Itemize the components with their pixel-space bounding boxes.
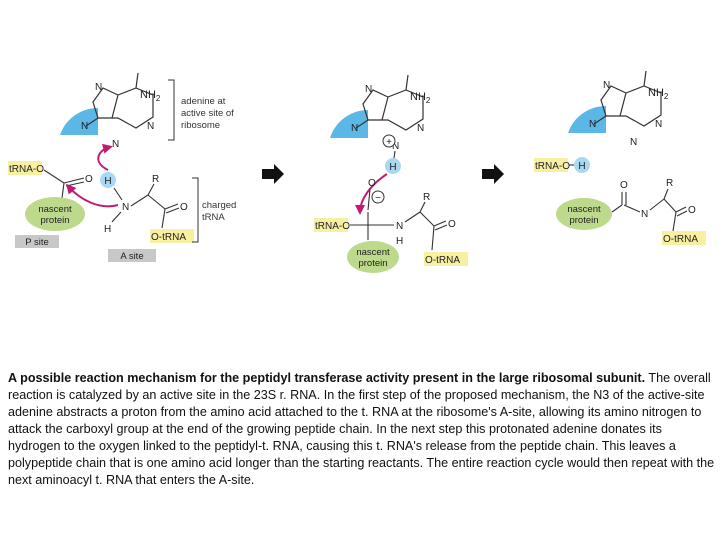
nascent-label-line-2: protein [40,215,69,226]
h-atom-label: H [578,161,585,172]
n3-atom-label: N [630,137,637,148]
adenine-ring [593,70,662,127]
n-atom-label: N [655,119,662,130]
a-site-label: A site [120,251,143,262]
n-atom-label: N [396,221,403,232]
adenine-ring [355,74,424,131]
reaction-mechanism-diagram: NH2 N N N N adenine at active site of ri… [8,70,706,273]
n3-atom-label: N [112,139,119,150]
electron-arrow [66,183,119,208]
h-atom-label: H [389,162,396,173]
n-atom-label: N [417,123,424,134]
a-site-box [108,249,156,262]
h-atom-label: H [104,224,111,235]
electron-arrow [97,143,113,171]
r-group-label: R [423,192,430,203]
o-trna-label: O-tRNA [151,232,186,243]
nascent-label-line-1: nascent [38,204,72,215]
trna-o-label: tRNA-O [315,221,350,232]
panel-step-3: NH2 N N N N tRNA-O H nascent protein O N… [534,70,706,245]
trna-o-highlight [8,161,42,175]
trna-o-label: tRNA-O [9,164,44,175]
nh2-label: NH2 [140,89,161,103]
n-atom-label: N [351,123,358,134]
o-trna-label: O-tRNA [663,234,698,245]
o-trna-label: O-tRNA [425,255,460,266]
nh2-label: NH2 [648,87,669,101]
electron-arrow [355,173,388,215]
panel-step-1: NH2 N N N N adenine at active site of ri… [8,72,236,262]
h-bubble [100,172,116,188]
caption-title: A possible reaction mechanism for the pe… [8,371,646,385]
o-atom-label: O [688,205,696,216]
minus-sign: − [375,193,381,204]
charged-label-line-2: tRNA [202,212,225,223]
adenine-label-line-1: adenine at [181,96,226,107]
n-atom-label: N [122,202,129,213]
caption-body: The overall reaction is catalyzed by an … [8,371,715,487]
ribosome-site-shape [60,107,98,135]
r-group-label: R [666,178,673,189]
charged-label-line-1: charged [202,200,236,211]
o-trna-highlight [150,229,194,243]
trna-o-highlight [314,218,348,232]
adenine-label-line-2: active site of [181,108,234,119]
adenine-ring [85,72,154,129]
nascent-protein [25,197,85,231]
panel-step-2: NH2 N N N N + H O − tRNA-O N H R O O-tRN… [314,74,468,273]
n-atom-label: N [147,121,154,132]
ribosome-site-shape [330,110,368,138]
figure-caption: A possible reaction mechanism for the pe… [8,370,716,489]
adenine-label-line-3: ribosome [181,120,220,131]
o-atom-label: O [448,219,456,230]
p-site-label: P site [25,237,49,248]
n-atom-label: N [589,119,596,130]
nascent-protein [556,198,612,230]
negative-charge [371,190,385,204]
o-atom-label: O [620,180,628,191]
nascent-label-line-1: nascent [567,204,601,215]
r-group-label: R [152,174,159,185]
positive-charge [382,134,396,148]
nascent-label-line-2: protein [569,215,598,226]
plus-sign: + [386,137,392,148]
o-trna-highlight [662,231,706,245]
o-atom-label: O [180,202,188,213]
nascent-protein [347,241,399,273]
n3-atom-label: N [392,141,399,152]
o-trna-highlight [424,252,468,266]
step-arrow [482,164,504,184]
charged-trna-bracket [192,177,199,243]
n-atom-label: N [603,80,610,91]
h-atom-label: H [396,236,403,247]
n-atom-label: N [641,209,648,220]
adenine-bracket [168,79,175,141]
step-arrow [262,164,284,184]
o-atom-label: O [368,178,376,189]
h-atom-label: H [104,176,111,187]
h-bubble [385,158,401,174]
o-atom-label: O [85,174,93,185]
ribosome-site-shape [568,105,606,133]
n-atom-label: N [365,84,372,95]
trna-o-highlight [534,158,568,172]
trna-o-label: tRNA-O [535,161,570,172]
h-bubble [574,157,590,173]
n-atom-label: N [81,121,88,132]
nh2-label: NH2 [410,91,431,105]
n-atom-label: N [95,82,102,93]
nascent-label-line-2: protein [358,258,387,269]
nascent-label-line-1: nascent [356,247,390,258]
p-site-box [15,235,59,248]
